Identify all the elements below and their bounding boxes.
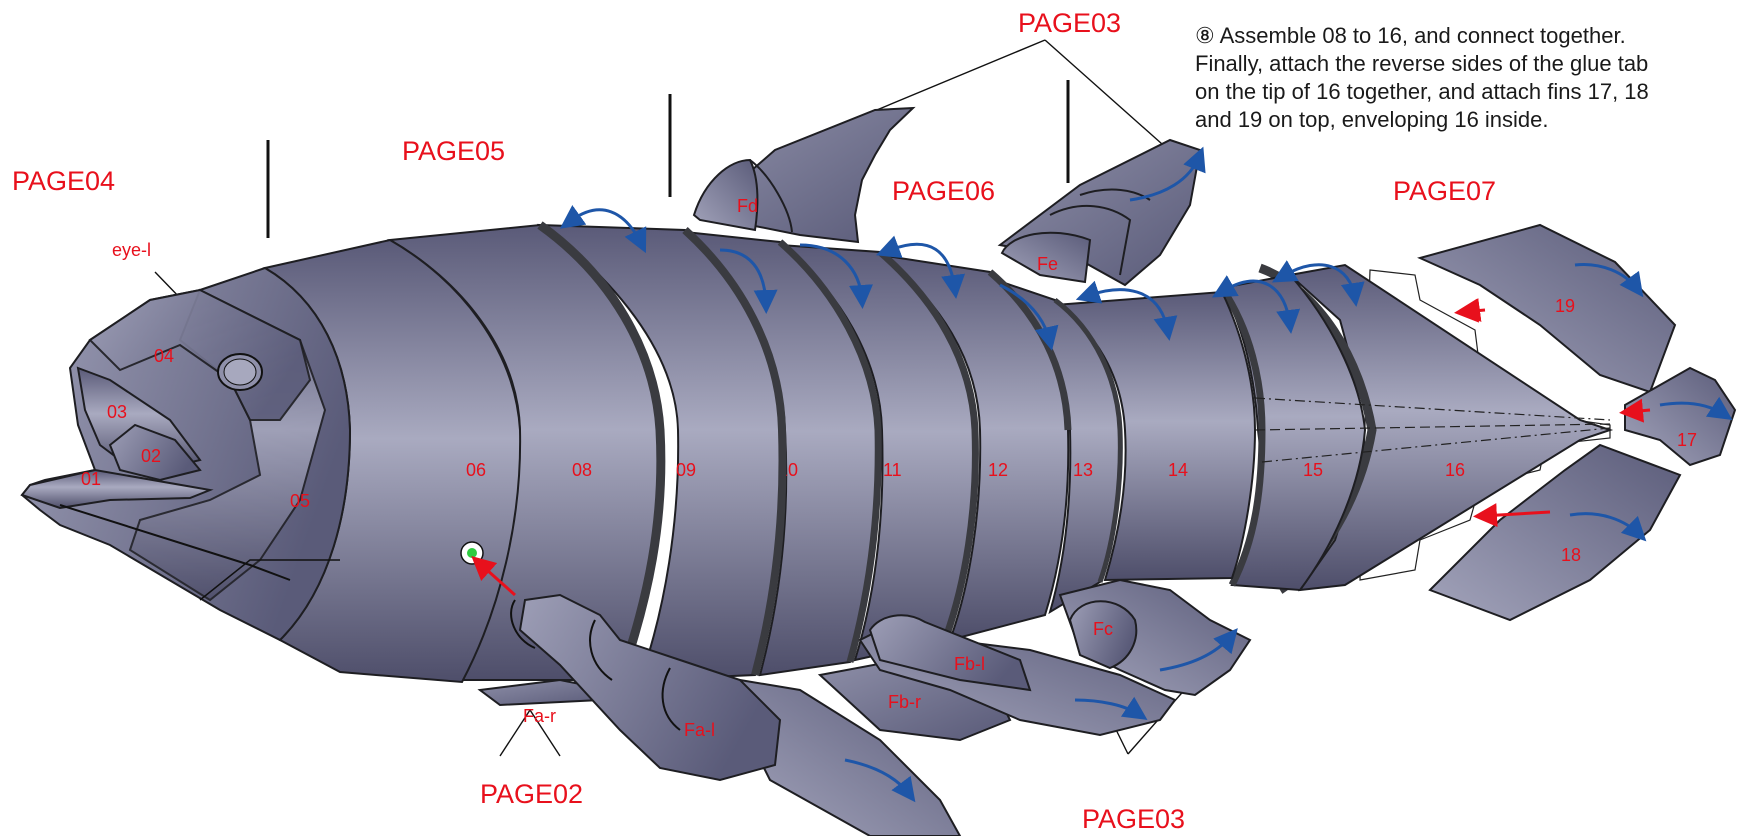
- part-label-11: 11: [883, 460, 902, 480]
- part-label-16: 16: [1445, 460, 1465, 480]
- part-label-02: 02: [141, 446, 161, 466]
- page-label-07: PAGE07: [1393, 176, 1496, 206]
- instruction-line-3: on the tip of 16 together, and attach fi…: [1195, 78, 1744, 106]
- part-label-08: 08: [572, 460, 592, 480]
- instruction-line-2: Finally, attach the reverse sides of the…: [1195, 50, 1744, 78]
- part-label-15: 15: [1303, 460, 1323, 480]
- part-label-fb-l: Fb-l: [954, 654, 985, 674]
- page-label-04: PAGE04: [12, 166, 115, 196]
- part-label-01: 01: [81, 469, 101, 489]
- assembly-instruction: ⑧ Assemble 08 to 16, and connect togethe…: [1195, 22, 1744, 134]
- part-label-04: 04: [154, 346, 174, 366]
- part-label-06: 06: [466, 460, 486, 480]
- part-label-fc: Fc: [1093, 619, 1113, 639]
- part-label-fb-r: Fb-r: [888, 692, 921, 712]
- head: 05 04 03 02 01 eye-l: [22, 240, 350, 640]
- page-label-03-top: PAGE03: [1018, 8, 1121, 38]
- page-divider-bars: [268, 80, 1068, 238]
- part-label-13: 13: [1073, 460, 1093, 480]
- fin-fe: Fe: [1000, 140, 1200, 285]
- part-label-09: 09: [676, 460, 696, 480]
- instruction-line-4: and 19 on top, enveloping 16 inside.: [1195, 106, 1744, 134]
- page-label-06: PAGE06: [892, 176, 995, 206]
- part-label-fd: Fd: [737, 196, 758, 216]
- part-label-03: 03: [107, 402, 127, 422]
- fin-fd: Fd: [694, 108, 913, 242]
- page-label-03-bottom: PAGE03: [1082, 804, 1185, 834]
- part-label-fa-r: Fa-r: [523, 706, 556, 726]
- page-label-05: PAGE05: [402, 136, 505, 166]
- part-label-12: 12: [988, 460, 1008, 480]
- part-label-fa-l: Fa-l: [684, 720, 715, 740]
- page-label-02: PAGE02: [480, 779, 583, 809]
- instruction-line-1: ⑧ Assemble 08 to 16, and connect togethe…: [1195, 22, 1744, 50]
- part-label-17: 17: [1677, 430, 1697, 450]
- part-label-fe: Fe: [1037, 254, 1058, 274]
- part-label-eye: eye-l: [112, 240, 151, 260]
- part-label-14: 14: [1168, 460, 1188, 480]
- part-label-18: 18: [1561, 545, 1581, 565]
- part-label-19: 19: [1555, 296, 1575, 316]
- pectoral-attach-point: [461, 542, 483, 564]
- part-label-05: 05: [290, 491, 310, 511]
